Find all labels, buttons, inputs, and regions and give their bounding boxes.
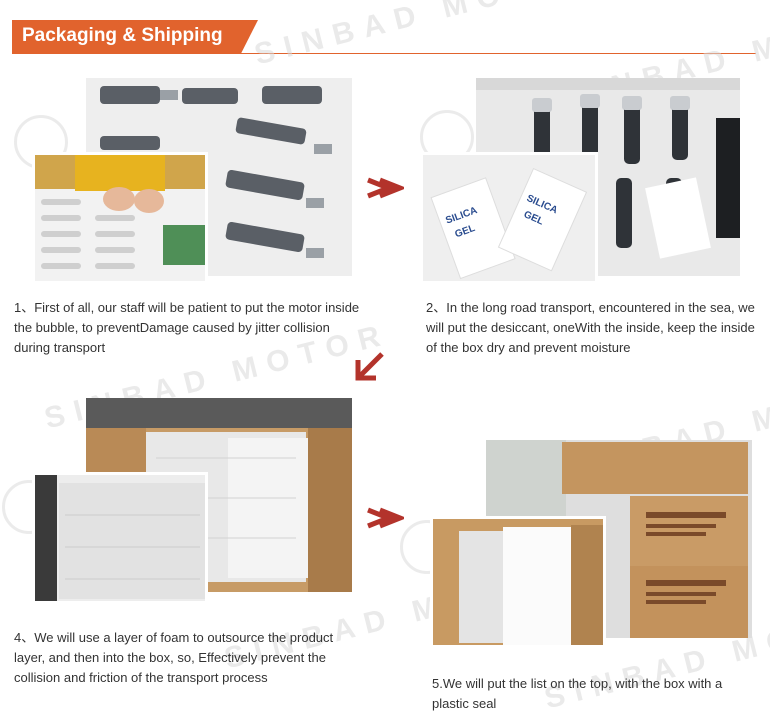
step4-foam-inset-photo bbox=[32, 472, 208, 604]
step2-caption: 2、In the long road transport, encountere… bbox=[426, 300, 755, 355]
arrow-right-icon bbox=[367, 507, 404, 529]
foam-wrapped-product-illustration bbox=[35, 475, 205, 601]
page-title: Packaging & Shipping bbox=[22, 25, 223, 46]
watermark-text: SINBAD MOTOR bbox=[251, 0, 604, 72]
step4-caption: 4、We will use a layer of foam to outsour… bbox=[14, 630, 334, 685]
header-banner: Packaging & Shipping bbox=[12, 20, 258, 54]
step5-document-inset-photo bbox=[430, 516, 606, 648]
step5-caption: 5.We will put the list on the top, with … bbox=[432, 676, 723, 711]
header-rule bbox=[12, 53, 756, 54]
arrow-right-icon bbox=[367, 177, 404, 199]
box-with-list-illustration bbox=[433, 519, 603, 645]
worker-hands-illustration bbox=[35, 155, 205, 281]
desiccant-packets-illustration: SILICA GEL SILICA GEL bbox=[423, 155, 595, 281]
step1-worker-inset-photo bbox=[32, 152, 208, 284]
step1-caption: 1、First of all, our staff will be patien… bbox=[14, 300, 360, 355]
arrow-down-left-icon bbox=[355, 352, 384, 381]
step2-desiccant-inset-photo: SILICA GEL SILICA GEL bbox=[420, 152, 598, 284]
